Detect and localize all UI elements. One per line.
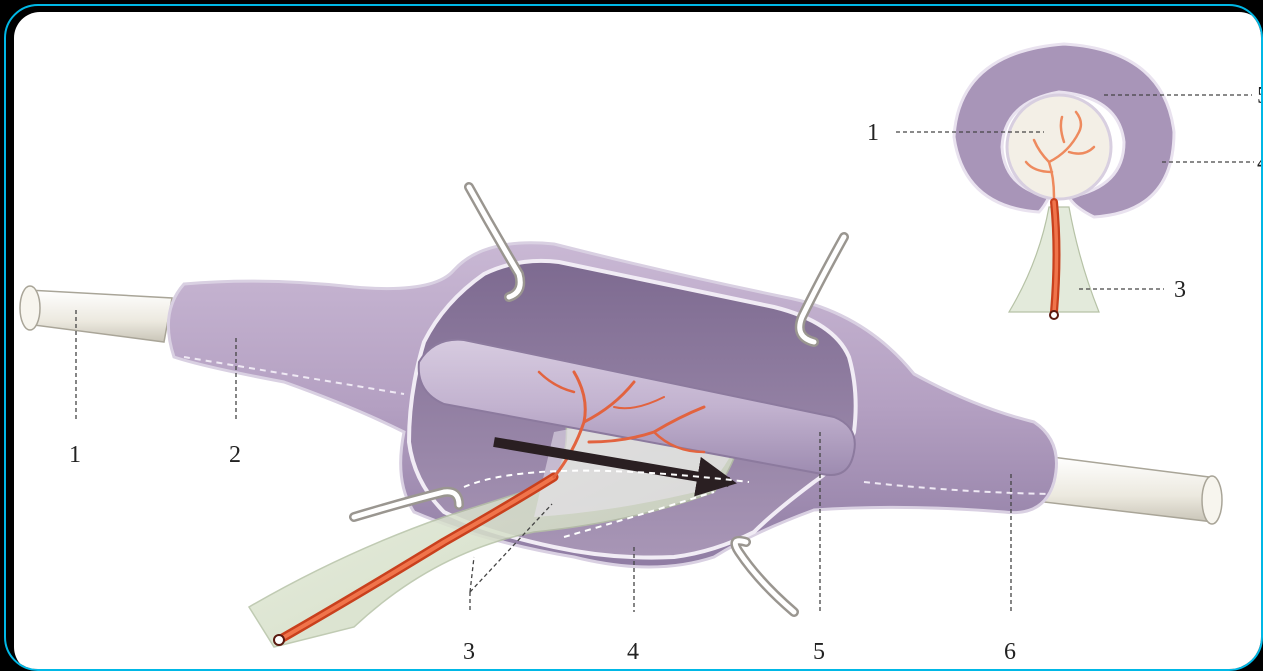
tendon-left-end — [22, 290, 172, 342]
inset-vessel-cut — [1050, 311, 1058, 319]
label-3: 3 — [463, 639, 475, 665]
inset-tendon — [1007, 95, 1111, 199]
label-2: 2 — [229, 442, 241, 468]
slide-frame: 1 2 3 4 5 6 1 5 4 3 — [4, 4, 1263, 671]
illustration-canvas: 1 2 3 4 5 6 1 5 4 3 — [14, 12, 1263, 671]
tendon-left-cap — [20, 286, 40, 330]
label-1: 1 — [69, 442, 81, 468]
inset-label-4: 4 — [1257, 150, 1263, 176]
tendon-right-end — [1044, 456, 1219, 522]
label-6: 6 — [1004, 639, 1016, 665]
inset-label-5: 5 — [1257, 83, 1263, 109]
vessel-cut-end — [274, 635, 284, 645]
cross-section-inset — [954, 44, 1174, 319]
label-5: 5 — [813, 639, 825, 665]
tendon-sheath-diagram: 1 2 3 4 5 6 1 5 4 3 — [14, 12, 1263, 671]
tendon-right-cap — [1202, 476, 1222, 524]
label-4: 4 — [627, 639, 639, 665]
inset-label-3: 3 — [1174, 277, 1186, 303]
inset-label-1: 1 — [867, 120, 879, 146]
